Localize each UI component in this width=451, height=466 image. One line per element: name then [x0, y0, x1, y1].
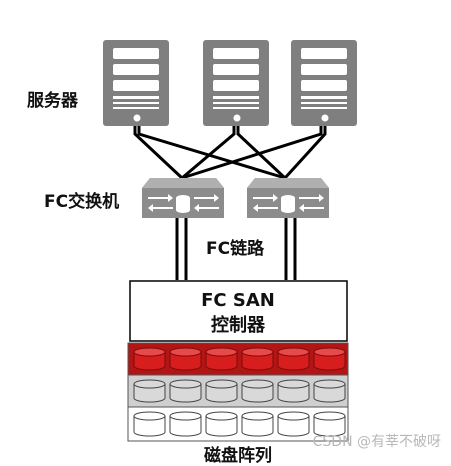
disk-3-3 [205, 411, 238, 437]
controller-box [129, 280, 348, 342]
disk-array [127, 342, 349, 442]
disk-2-3 [205, 379, 238, 403]
fc-link-lines [175, 218, 297, 280]
disk-2-6 [313, 379, 346, 403]
server-1 [103, 40, 169, 126]
disk-1-1 [133, 347, 166, 371]
disk-1-3 [205, 347, 238, 371]
disk-1-6 [313, 347, 346, 371]
disk-2-1 [133, 379, 166, 403]
server-switch-links [133, 124, 327, 180]
disk-3-5 [277, 411, 310, 437]
controller-subtitle: 控制器 [211, 314, 266, 336]
disk-1-2 [169, 347, 202, 371]
disk-2-4 [241, 379, 274, 403]
watermark: CSDN @有莘不破呀 [313, 433, 441, 450]
disk-3-2 [169, 411, 202, 437]
disk-2-5 [277, 379, 310, 403]
disk-1-4 [241, 347, 274, 371]
disk-2-2 [169, 379, 202, 403]
disk-3-4 [241, 411, 274, 437]
fc-switch-2 [247, 178, 329, 218]
disk-3-1 [133, 411, 166, 437]
disk-3-6 [313, 411, 346, 437]
fc-switch-1 [142, 178, 224, 218]
server-3 [291, 40, 357, 126]
disk-row-2 [127, 374, 349, 408]
disk-1-5 [277, 347, 310, 371]
controller-title: FC SAN [201, 290, 275, 311]
servers-label: 服务器 [27, 90, 79, 111]
fc-link-label: FC链路 [206, 238, 265, 259]
fc-switch-label: FC交换机 [44, 191, 119, 212]
server-2 [203, 40, 269, 126]
disk-array-label: 磁盘阵列 [204, 445, 272, 466]
